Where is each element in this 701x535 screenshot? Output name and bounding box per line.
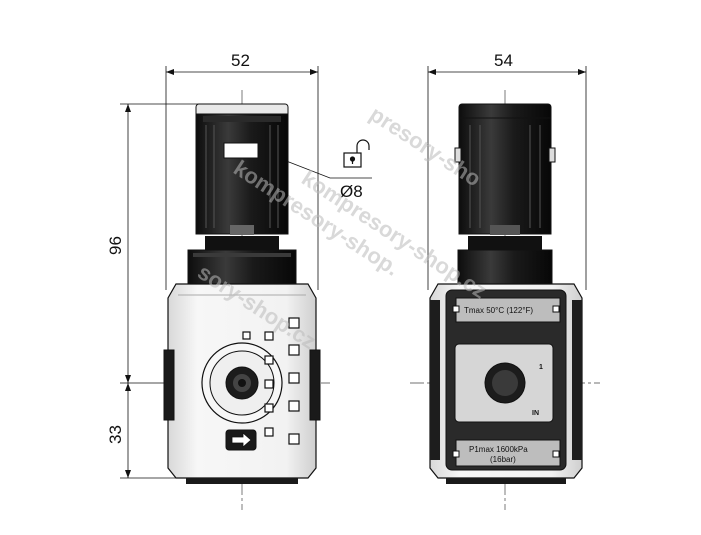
port-number-text: 1 (539, 364, 543, 371)
total-height-dimension: 96 (106, 236, 125, 255)
side-collar (457, 249, 553, 285)
front-width-dimension: 52 (231, 51, 250, 70)
lower-height-dimension: 33 (106, 425, 125, 444)
pressure-max-text: P1max 1600kPa (469, 445, 528, 454)
port-in-text: IN (532, 410, 539, 417)
side-knob (458, 117, 552, 235)
front-view (163, 103, 321, 484)
side-width-dimension: 54 (494, 51, 513, 70)
dimension-arrows (125, 69, 586, 478)
side-screws (452, 305, 560, 458)
padlock-icon (343, 139, 370, 168)
indicator-squares (242, 317, 300, 445)
temperature-max-text: Tmax 50°C (122°F) (464, 306, 533, 315)
lock-hole-dimension: Ø8 (340, 182, 363, 201)
pressure-bar-text: (16bar) (490, 455, 516, 464)
lock-slot (223, 142, 259, 159)
flow-direction-icon (231, 432, 252, 448)
pressure-label (455, 439, 561, 467)
front-knob (195, 113, 289, 235)
temperature-label (455, 297, 561, 323)
side-view: Tmax 50°C (122°F) 1 IN P1max 1600kPa (16… (429, 103, 583, 484)
